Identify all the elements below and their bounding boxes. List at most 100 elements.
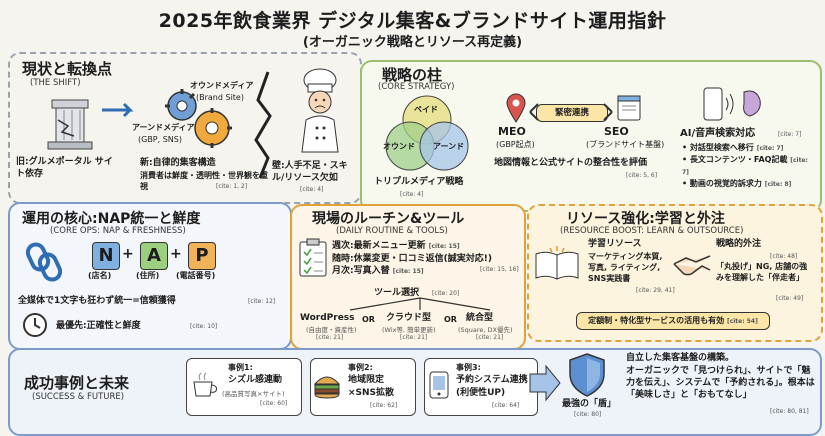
nap-p-label: (電話番号) [176,271,216,280]
triple-media-venn [385,95,469,171]
subscription-services-banner: 定額制・特化型サービスの活用も有効 [cite: 54] [576,312,770,330]
resource-subtitle: (RESOURCE BOOST: LEARN & OUTSOURCE) [560,226,744,236]
gears-icon [165,89,232,148]
page-subtitle: (オーガニック戦略とリソース再定義) [302,35,523,50]
shift-subtitle: (THE SHIFT) [30,78,81,88]
case3-cite: [cite: 64] [492,402,520,409]
earned-media-sub: (GBP, SNS) [138,135,182,144]
nap-a-letter: A [140,242,168,270]
conclusion-title: 自立した集客基盤の構築。 [626,353,735,363]
nap-rule-cite: [cite: 12] [248,298,276,305]
outsource-detail: 「丸投げ」NG, 店舗の強みを理解した「伴走者」 [716,262,808,282]
owned-media-label: オウンドメディア [190,81,254,90]
case1-line2: (高品質写真×サイト) [222,390,285,398]
nap-rule: 全媒体で1文字も狂わず統一=信頼獲得 [18,296,176,306]
new-structure-cite: [cite: 1, 2] [216,183,248,190]
learn-cite: [cite: 29, 41] [636,287,675,294]
tools-cite: [cite: 20] [432,290,460,297]
tools-label: ツール選択 [374,288,420,298]
routine-item: 月次:写真入替 [cite: 15] [332,266,424,276]
ai-cite: [cite: 7] [778,131,802,138]
ai-item: • 対話型検索へ移行 [cite: 7] [682,143,784,152]
clock-icon [23,313,47,337]
wall-cite: [cite: 4] [300,186,324,193]
case3-title: 事例3: [456,363,481,372]
wall-label: 壁:人手不足・スキル/リソース欠如 [272,161,348,183]
routine-subtitle: (DAILY ROUTINE & TOOLS) [336,226,448,236]
core-ops-subtitle: (CORE OPS: NAP & FRESHNESS) [50,226,186,236]
outsource-cite-2: [cite: 49] [776,295,804,302]
case1-line1: シズル感連動 [228,375,283,385]
case-card [310,358,416,416]
tool-integrated-sub: (Square, DX優先) [458,326,513,334]
old-dependency-label: 旧:グルメポータル サイト依存 [16,157,113,179]
ai-items: • 対話型検索へ移行 [cite: 7] • 長文コンテンツ・FAQ記載 [ci… [682,142,816,190]
routine-cite: [cite: 15, 16] [480,266,519,273]
tool-cloud-sub: (Wix等, 簡単更新) [382,326,436,334]
broken-column-icon [47,99,93,150]
arrow-right-icon [102,102,134,118]
owned-media-sub: (Brand Site) [196,93,244,102]
venn-paid-label: ペイド [414,105,438,114]
case3-line2: (利便性UP) [456,388,506,398]
plus-sign: + [170,246,182,262]
ai-item: • 長文コンテンツ・FAQ記載 [cite: 7] [682,155,808,176]
tool-wordpress: WordPress [300,313,355,323]
shield-label: 最強の「盾」 [562,399,617,409]
conclusion-body: オーガニックで「見つけられ」、サイトで「魅力を伝え」、システムで「予約される」。… [626,366,815,400]
outsource-title: 戦略的外注 [716,239,762,249]
close-link-label: 緊密連携 [536,104,608,122]
venn-owned-label: オウンド [383,142,415,151]
case2-line1: 地域限定 [348,375,385,385]
clipboard-icon [299,238,327,277]
tool-integrated: 統合型 [466,313,494,323]
handshake-icon [673,255,711,276]
success-title: 成功事例と未来 [24,374,130,392]
shield-icon [569,353,605,397]
meo-label: MEO [498,125,526,138]
map-pin-icon [506,93,526,123]
priority-label: 最優先:正確性と鮮度 [56,321,141,331]
coffee-cup-icon [193,372,217,397]
tool-cloud: クラウド型 [386,313,432,323]
tools-branch-arrows [349,297,491,311]
browser-window-icon [617,95,641,121]
core-ops-title: 運用の核心:NAP統一と鮮度 [22,211,201,227]
nap-n-letter: N [92,242,120,270]
chef-icon [301,68,339,153]
nap-p-letter: P [188,242,216,270]
case2-title: 事例2: [348,363,373,372]
routine-item: 週次:最新メニュー更新 [cite: 15] [332,241,460,251]
or-label: OR [444,315,457,324]
case1-title: 事例1: [228,363,253,372]
or-label: OR [362,315,375,324]
chain-link-icon [26,242,62,282]
tool-wordpress-sub: (自由度・資産性) [306,326,357,334]
strategy-title: 戦略の柱 [382,66,443,84]
seo-label: SEO [604,125,629,138]
map-caption: 地図情報と公式サイトの整合性を評価 [494,158,648,168]
learn-detail: マーケティング本質, 写真, ライティング, SNS実践書 [588,252,663,283]
tool-integrated-cite: [cite: 21] [476,334,504,341]
venn-caption: トリプルメディア戦略 [374,177,464,187]
case2-line2: ×SNS拡散 [348,388,395,398]
routine-title: 現場のルーチン&ツール [312,211,465,227]
conclusion-cite: [cite: 80, 81] [770,408,809,415]
case3-line1: 予約システム連携 [456,375,528,385]
resource-title: リソース強化:学習と外注 [566,211,725,227]
phone-voice-icon [703,87,761,121]
venn-earned-label: アーンド [433,142,465,151]
learn-title: 学習リソース [588,239,642,249]
ai-item: • 動画の視覚的訴求力 [cite: 8] [682,179,792,188]
priority-cite: [cite: 10] [190,323,218,330]
outsource-cite: [cite: 48] [770,253,798,260]
lightning-crack-icon [254,71,272,179]
tool-cloud-cite: [cite: 21] [400,334,428,341]
seo-sub: (ブランドサイト基盤) [586,140,665,149]
smartphone-icon [429,371,449,399]
nap-n-label: (店名) [88,271,112,280]
strategy-subtitle: (CORE STRATEGY) [378,82,455,92]
new-structure-detail: 消費者は鮮度・透明性・世界観を重視 [140,171,268,191]
page-title: 2025年飲食業界 デジタル集客&ブランドサイト運用指針 [158,10,667,32]
double-arrow-icon [529,103,613,121]
